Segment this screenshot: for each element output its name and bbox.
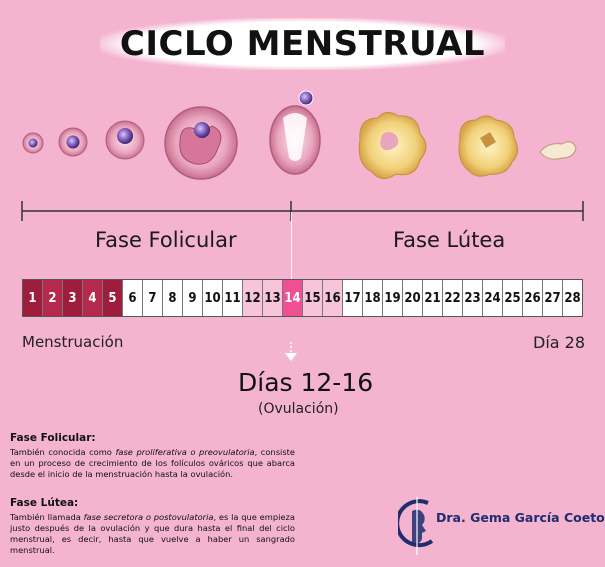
phase-luteal-label: Fase Lútea xyxy=(393,228,506,252)
day-cell: 21 xyxy=(423,280,443,316)
menstruation-label: Menstruación xyxy=(22,333,124,351)
day-cell: 1 xyxy=(23,280,43,316)
day-28-label: Día 28 xyxy=(533,333,586,352)
corpus-luteum-stage-1 xyxy=(358,112,427,179)
brand-signature: Dra. Gema García Coeto xyxy=(398,497,605,557)
page-title: CICLO MENSTRUAL xyxy=(119,24,486,64)
follicular-description-text: También conocida como fase proliferativa… xyxy=(10,447,295,480)
day-cell: 10 xyxy=(203,280,223,316)
corpus-albicans-stage xyxy=(539,141,577,160)
day-cell: 16 xyxy=(323,280,343,316)
title-banner: CICLO MENSTRUAL xyxy=(100,18,505,70)
luteal-description-heading: Fase Lútea: xyxy=(10,497,79,509)
ovulation-days-label: Días 12-16 xyxy=(238,368,374,397)
day-cell: 24 xyxy=(483,280,503,316)
desc-text: , consiste en un proceso de crecimiento … xyxy=(10,447,296,479)
luteal-description: Fase Lútea: También llamada fase secreto… xyxy=(10,498,295,556)
day-cell: 6 xyxy=(123,280,143,316)
desc-text: También conocida como xyxy=(10,447,116,457)
follicle-stage-2 xyxy=(58,127,88,157)
day-cell: 22 xyxy=(443,280,463,316)
day-cell: 23 xyxy=(463,280,483,316)
day-cell: 25 xyxy=(503,280,523,316)
day-cell: 7 xyxy=(143,280,163,316)
day-cell: 17 xyxy=(343,280,363,316)
day-cell: 27 xyxy=(543,280,563,316)
ovulation-divider xyxy=(291,212,292,282)
corpus-luteum-stage-2 xyxy=(458,115,518,177)
brand-logo-icon xyxy=(398,497,434,555)
day-cell: 2 xyxy=(43,280,63,316)
day-cell: 15 xyxy=(303,280,323,316)
ovulation-label: (Ovulación) xyxy=(258,401,339,417)
day-cell: 18 xyxy=(363,280,383,316)
day-strip: 1 2 3 4 5 6 7 8 9 10 11 12 13 14 15 16 1… xyxy=(22,279,583,317)
day-cell: 12 xyxy=(243,280,263,316)
day-cell: 9 xyxy=(183,280,203,316)
day-cell: 26 xyxy=(523,280,543,316)
day-cell: 5 xyxy=(103,280,123,316)
day-cell: 11 xyxy=(223,280,243,316)
desc-emphasis: fase secretora o postovulatoria xyxy=(83,512,214,522)
follicular-description-heading: Fase Folicular: xyxy=(10,432,96,444)
day-cell: 20 xyxy=(403,280,423,316)
phase-timeline xyxy=(21,201,584,221)
day-cell: 13 xyxy=(263,280,283,316)
day-cell: 3 xyxy=(63,280,83,316)
brand-name: Dra. Gema García Coeto xyxy=(436,510,605,525)
day-cell: 8 xyxy=(163,280,183,316)
desc-text: , es la que empieza justo después de la … xyxy=(10,512,295,555)
day-cell-ovulation: 14 xyxy=(283,280,303,316)
ovulation-stage xyxy=(269,90,321,175)
day-cell: 19 xyxy=(383,280,403,316)
follicle-stage-3 xyxy=(105,120,145,160)
follicle-stage-1 xyxy=(22,132,44,154)
day-cell: 4 xyxy=(83,280,103,316)
day-cell: 28 xyxy=(564,290,581,306)
desc-text: También llamada xyxy=(10,512,84,522)
desc-emphasis: fase proliferativa o preovulatoria xyxy=(115,447,255,457)
phase-follicular-label: Fase Folicular xyxy=(95,228,237,252)
luteal-description-text: También llamada fase secretora o postovu… xyxy=(10,512,295,556)
follicular-description: Fase Folicular: También conocida como fa… xyxy=(10,433,295,480)
follicle-stage-4 xyxy=(164,106,238,180)
follicle-stages-illustration xyxy=(22,90,577,180)
arrow-down-icon xyxy=(285,342,297,361)
